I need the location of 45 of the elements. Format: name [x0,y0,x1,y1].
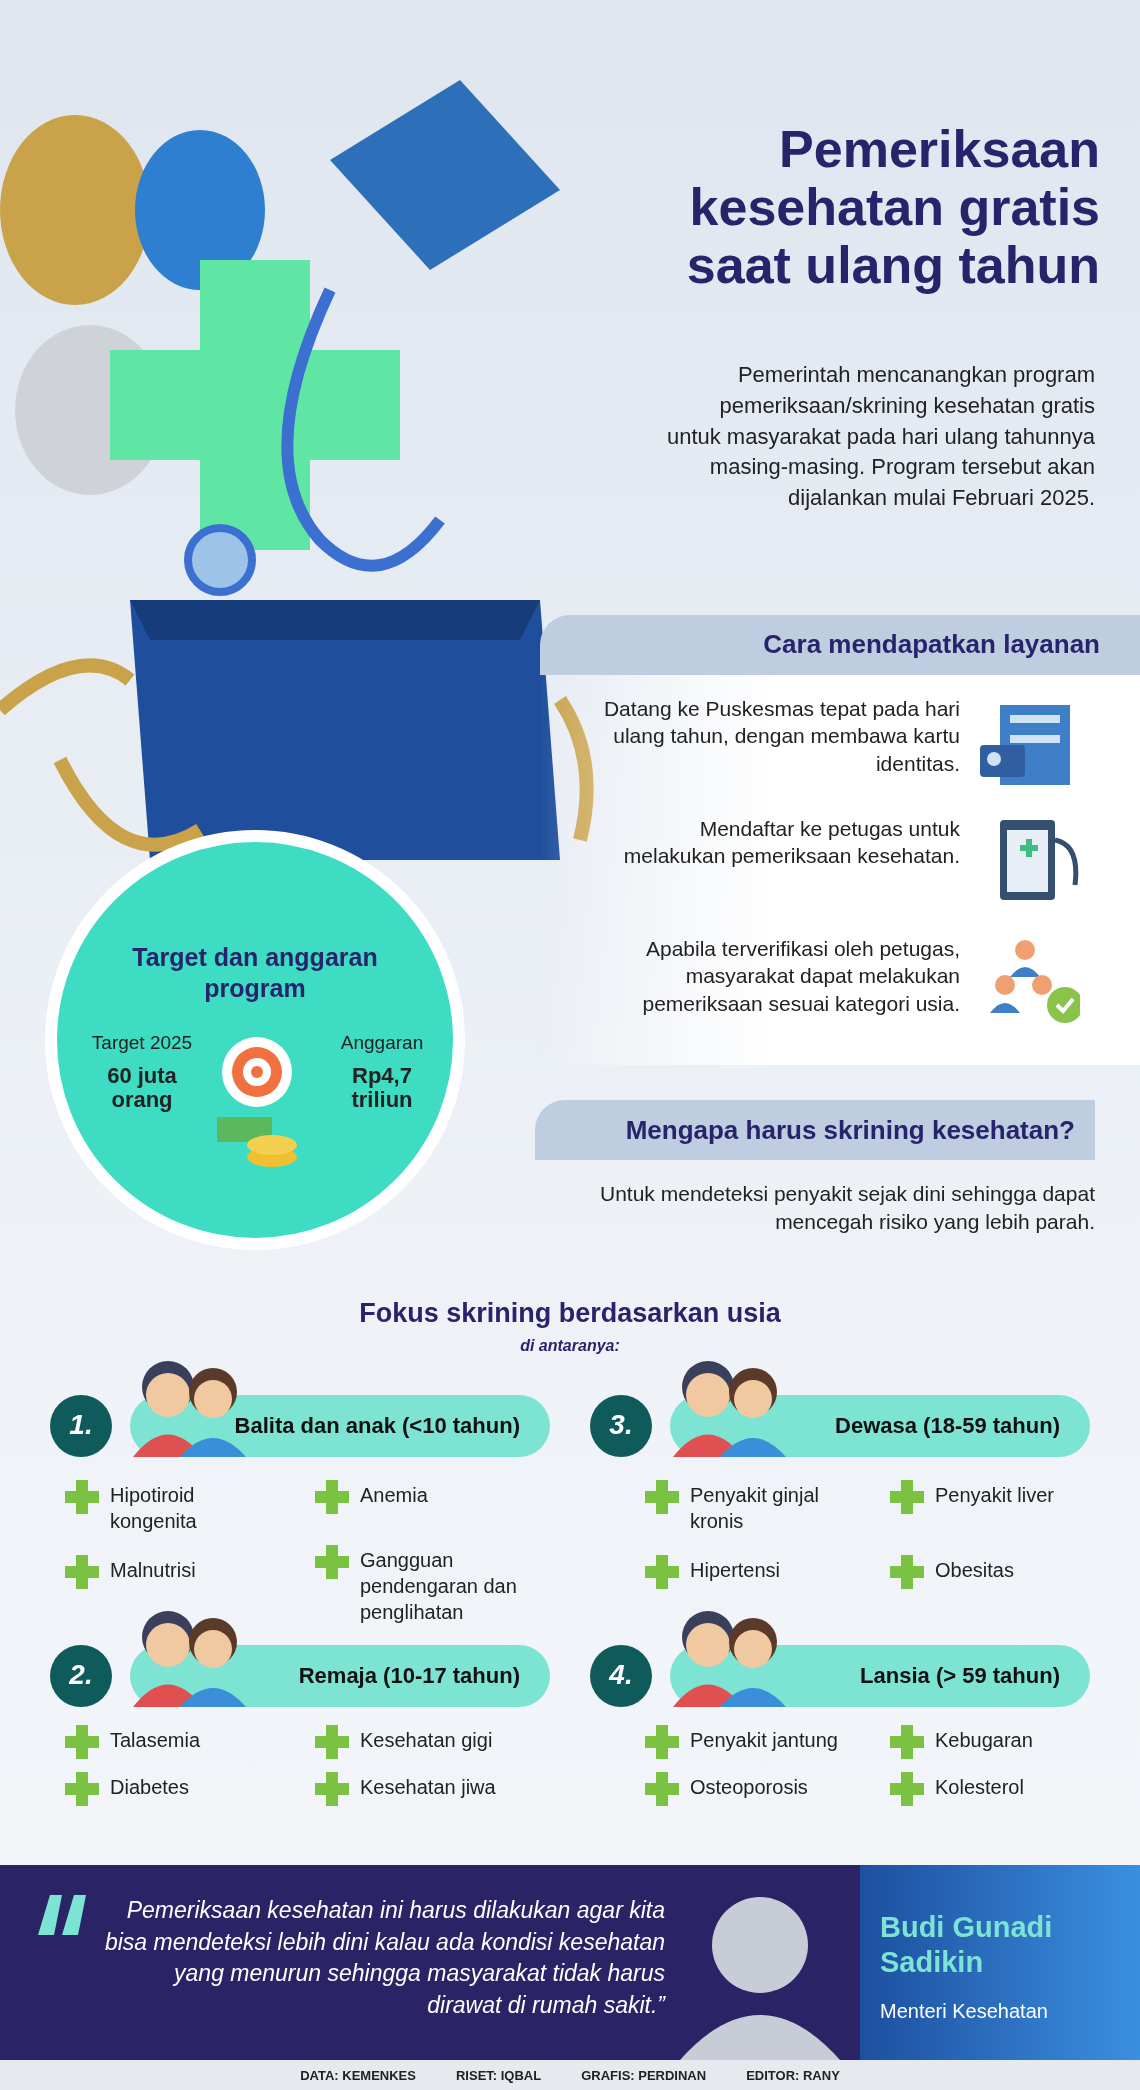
title: Pemeriksaan kesehatan gratis saat ulang tahun [685,120,1100,295]
budget-value: Rp4,7 triliun [350,1064,414,1113]
credit-text: DATA: KEMENKES [300,2067,416,2083]
circle-heading: Target dan anggaran program [131,942,379,1005]
list-item: Gangguan pendengaran dan penglihatan [360,1548,518,1625]
section-heading: Mengapa harus skrining kesehatan? [624,1114,1076,1147]
list-item: Malnutrisi [110,1558,197,1583]
credit-text: GRAFIS: PERDINAN [581,2067,707,2083]
section-heading: Cara mendapatkan layanan [762,628,1101,661]
list-item: Kesehatan gigi [360,1728,494,1753]
list-item: Kesehatan jiwa [360,1775,497,1800]
description-text: Untuk mendeteksi penyakit sejak dini sehingga dapat mencegah risiko yang lebih parah. [599,1181,1095,1236]
list-item: Hipotiroid kongenita [110,1483,198,1534]
list-item: Obesitas [935,1558,1015,1583]
list-item: Penyakit jantung [690,1728,839,1753]
number-badge: 2. [50,1645,112,1707]
person-title: Menteri Kesehatan [880,2000,1049,2023]
number-badge: 4. [590,1645,652,1707]
number-badge: 1. [50,1395,112,1457]
list-item: Talasemia [110,1728,202,1753]
subheading: di antaranya: [519,1336,621,1356]
target-value: 60 juta orang [106,1064,178,1113]
name-panel [860,1865,1140,2060]
list-item: Anemia [360,1483,429,1508]
section-heading: Fokus skrining berdasarkan usia [358,1297,782,1330]
list-item: Penyakit ginjal kronis [690,1483,820,1534]
list-item: Penyakit liver [935,1483,1055,1508]
step-text: Apabila terverifikasi oleh petugas, masyarakat dapat melakukan pemeriksaan sesuai kategori usia. [641,936,960,1017]
list-item: Osteoporosis [690,1775,809,1800]
credit-text: EDITOR: RANY [746,2067,840,2083]
target-label: Target 2025 [90,1032,194,1054]
person-name: Budi Gunadi Sadikin [880,1910,1054,1980]
credit-text: RISET: IQBAL [455,2067,542,2083]
list-item: Diabetes [110,1775,190,1800]
intro-text: Pemerintah mencanangkan program pemeriksaan/skrining kesehatan gratis untuk masyarakat pada hari ulang tahunnya masing-masing. Program tersebut akan dijalankan mulai Februari 2025. [665,361,1095,513]
list-item: Kebugaran [935,1728,1034,1753]
step-text: Datang ke Puskesmas tepat pada hari ulang tahun, dengan membawa kartu identitas. [602,696,960,777]
number-badge: 3. [590,1395,652,1457]
list-item: Kolesterol [935,1775,1025,1800]
quote-panel [0,1865,860,2060]
quote-text: Pemeriksaan kesehatan ini harus dilakukan agar kita bisa mendeteksi lebih dini kalau ada kondisi kesehatan yang menurun sehingga masyarakat tidak harus dirawat di rumah sakit.” [103,1896,665,2021]
step-text: Mendaftar ke petugas untuk melakukan pemeriksaan kesehatan. [622,816,960,870]
budget-label: Anggaran [339,1032,425,1054]
section-panel [540,615,1140,1065]
list-item: Hipertensi [690,1558,782,1583]
